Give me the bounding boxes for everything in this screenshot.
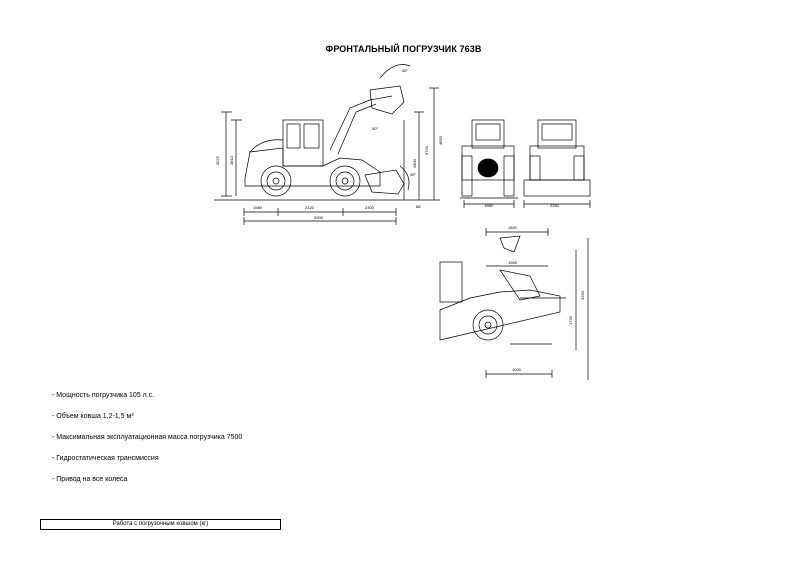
spec-power: - Мощность погрузчика 105 л.с. xyxy=(52,392,155,399)
dim-wheelbase: 2420 xyxy=(305,205,315,210)
dim-rear-width: 2250 xyxy=(550,203,560,208)
dim-rear-overhang: 1580 xyxy=(253,205,263,210)
dim-height-inner: 2810 xyxy=(229,155,234,165)
dim-max-height: 4650 xyxy=(438,135,443,145)
dim-fork-height-right: 3250 xyxy=(580,290,585,300)
front-view-drawing xyxy=(460,119,518,208)
bucket-work-table-header: Работа с погрузочным ковшом (кг) xyxy=(40,519,281,530)
side-view-dims: 3075 2810 1580 2420 2300 5905 4650 3720 … xyxy=(215,68,443,220)
spec-list: - Мощность погрузчика 105 л.с. - Объем к… xyxy=(52,390,242,495)
spec-transmission: - Гидростатическая трансмиссия xyxy=(52,455,159,462)
dim-front-reach: 2300 xyxy=(365,205,375,210)
dim-total-length: 5905 xyxy=(314,215,324,220)
dim-front-width: 1980 xyxy=(484,203,494,208)
dim-dump-height: 2800 xyxy=(412,158,417,168)
document-title: ФРОНТАЛЬНЫЙ ПОГРУЗЧИК 763В xyxy=(325,44,482,54)
dim-angle-mid: 50° xyxy=(372,126,378,131)
dim-ground: 88 xyxy=(416,204,421,209)
dim-height-outer: 3075 xyxy=(215,155,220,165)
dim-fork-height-mid: 1720 xyxy=(568,315,573,325)
dim-bucket-pin: 3720 xyxy=(424,145,429,155)
rear-view-drawing xyxy=(523,119,591,208)
fork-view-dims: 1820 1965 3250 1720 1000 xyxy=(508,225,585,372)
dim-fork-reach: 1965 xyxy=(508,260,518,265)
side-view-drawing xyxy=(214,64,440,225)
dim-angle-bottom: 45° xyxy=(410,172,416,177)
fork-view-drawing xyxy=(439,228,589,380)
spec-drive: - Привод на все колеса xyxy=(52,476,128,483)
spec-bucket-volume: - Объем ковша 1,2-1,5 м³ xyxy=(52,413,134,420)
spec-max-mass: - Максимальная эксплуатационная масса по… xyxy=(52,434,243,441)
dim-angle-top: 45° xyxy=(402,68,408,73)
dim-fork-top: 1820 xyxy=(508,225,518,230)
dim-fork-bottom: 1000 xyxy=(512,367,522,372)
